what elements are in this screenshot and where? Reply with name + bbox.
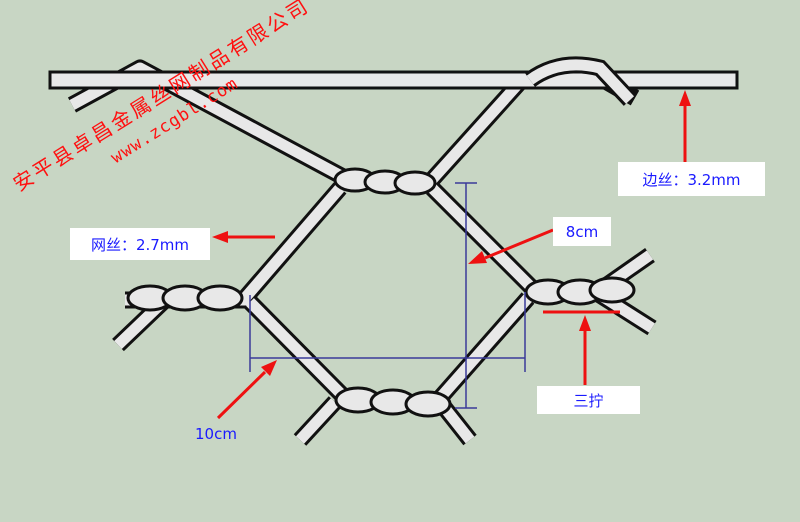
mesh-wire-label: 网丝：2.7mm: [70, 228, 210, 260]
twist-right: [524, 276, 636, 306]
twists: [126, 167, 636, 418]
edge-wire: [48, 56, 739, 106]
edge-wire-label: 边丝：3.2mm: [618, 162, 765, 196]
width-label: 10cm: [190, 420, 242, 448]
twist-label: 三拧: [537, 386, 640, 414]
twist-left: [126, 284, 244, 312]
height-label: 8cm: [553, 217, 611, 246]
dimension-lines: [249, 182, 526, 409]
red-arrows: [212, 90, 691, 420]
twist-top: [333, 167, 437, 196]
twist-bottom: [334, 386, 452, 418]
